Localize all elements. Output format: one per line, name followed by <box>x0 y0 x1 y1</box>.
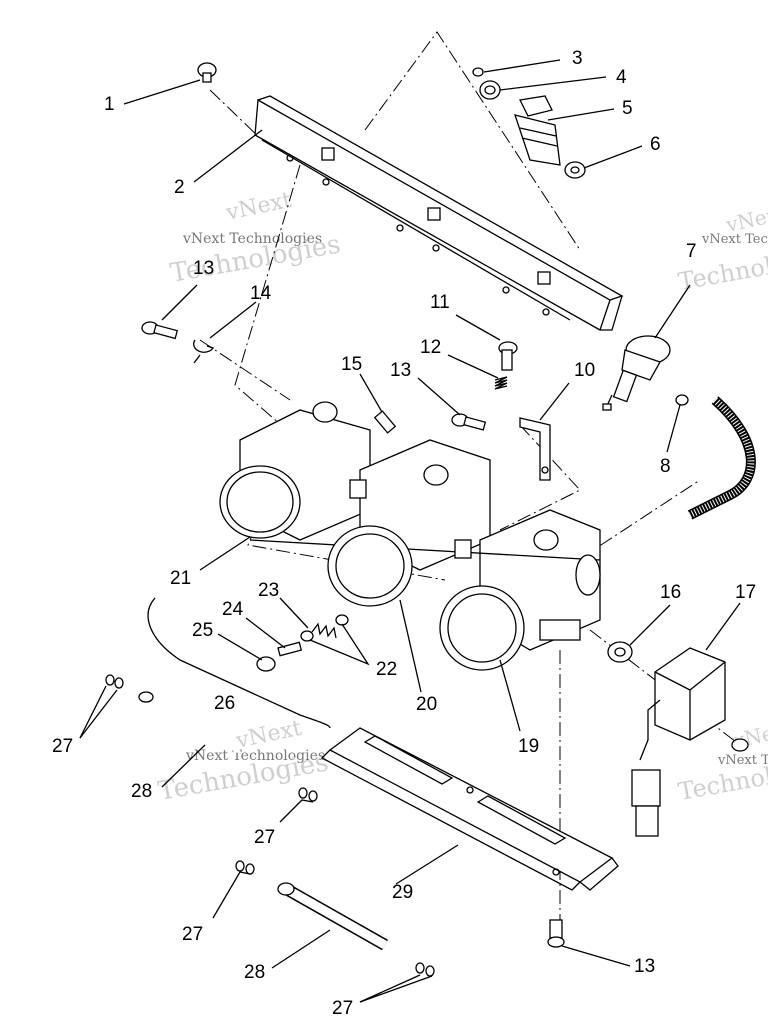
spring-part-23 <box>311 622 337 639</box>
svg-text:vNext Technologies: vNext Technologies <box>717 753 768 768</box>
callout-13-middle: 13 <box>390 360 411 381</box>
clip-part-14 <box>193 339 215 364</box>
callout-10: 10 <box>574 360 595 381</box>
callout-25: 25 <box>192 620 213 641</box>
callout-29: 29 <box>392 882 413 903</box>
bore-part-20 <box>327 525 413 607</box>
callout-24: 24 <box>222 599 244 620</box>
pin-part-28-bottom <box>277 882 388 951</box>
o-ring-part-3 <box>472 67 484 77</box>
screw-part-24 <box>277 641 303 657</box>
mounting-plate-part-29 <box>320 727 619 891</box>
bolt-part-13-right <box>731 738 749 752</box>
nut-part-25 <box>256 656 276 672</box>
callout-4: 4 <box>616 67 627 88</box>
callout-27-a: 27 <box>52 736 73 757</box>
callout-6: 6 <box>650 134 661 155</box>
fuel-injector-part-5 <box>514 95 561 166</box>
callout-7: 7 <box>686 241 697 262</box>
callout-1: 1 <box>104 94 115 115</box>
callout-15: 15 <box>341 354 362 375</box>
grommet-part-4 <box>479 80 501 100</box>
bracket-part-10 <box>519 417 551 481</box>
screw-part-1 <box>197 62 217 83</box>
washer-part-16 <box>607 641 633 663</box>
callout-11: 11 <box>430 292 450 313</box>
bore-part-19 <box>439 585 525 671</box>
pin-part-15 <box>373 410 397 434</box>
callout-12: 12 <box>420 337 441 358</box>
svg-text:vNext Technologies: vNext Technologies <box>701 232 768 247</box>
bore-part-21 <box>219 465 301 539</box>
bracket-part-26 <box>147 597 331 729</box>
callout-26: 26 <box>214 693 235 714</box>
callout-20: 20 <box>416 694 437 715</box>
pressure-regulator-part-7 <box>602 335 671 411</box>
callout-27-d: 27 <box>332 998 353 1019</box>
leader-lines <box>79 59 741 1003</box>
callout-13-bottom: 13 <box>634 956 655 977</box>
bolt-part-13-bottom <box>547 919 565 948</box>
callout-28-bottom: 28 <box>244 962 265 983</box>
svg-text:vNext Technologies: vNext Technologies <box>182 231 322 247</box>
callout-23: 23 <box>258 580 279 601</box>
fuel-hose <box>687 396 756 520</box>
throttle-body-assembly <box>219 401 601 671</box>
callout-14: 14 <box>250 283 272 304</box>
screw-part-8 <box>675 394 689 406</box>
callout-16: 16 <box>660 582 681 603</box>
svg-text:vNext Technologies: vNext Technologies <box>185 748 325 764</box>
callout-3: 3 <box>572 48 583 69</box>
bolt-part-13-left <box>141 321 179 340</box>
bolt-part-13-middle <box>451 413 487 431</box>
sensor-module-part-17 <box>631 647 726 837</box>
callout-19: 19 <box>518 736 539 757</box>
callout-5: 5 <box>622 98 633 119</box>
callout-8: 8 <box>660 456 671 477</box>
pin-part-28-top <box>138 691 242 754</box>
callout-28-top: 28 <box>131 781 152 802</box>
callout-labels: 1 2 3 4 5 6 7 8 10 11 12 13 13 13 14 15 … <box>52 48 756 1019</box>
spring-part-12 <box>494 376 508 390</box>
callout-22: 22 <box>376 659 397 680</box>
callout-27-b: 27 <box>254 827 275 848</box>
seal-part-6 <box>564 161 586 179</box>
screw-part-11 <box>498 341 518 371</box>
callout-17: 17 <box>735 582 756 603</box>
callout-27-c: 27 <box>182 924 203 945</box>
clip-part-27 <box>105 674 435 977</box>
callout-2: 2 <box>174 177 185 198</box>
callout-13-left: 13 <box>193 258 214 279</box>
callout-21: 21 <box>170 568 191 589</box>
washer-part-22 <box>300 614 349 642</box>
fuel-rail-part-2 <box>254 95 624 331</box>
